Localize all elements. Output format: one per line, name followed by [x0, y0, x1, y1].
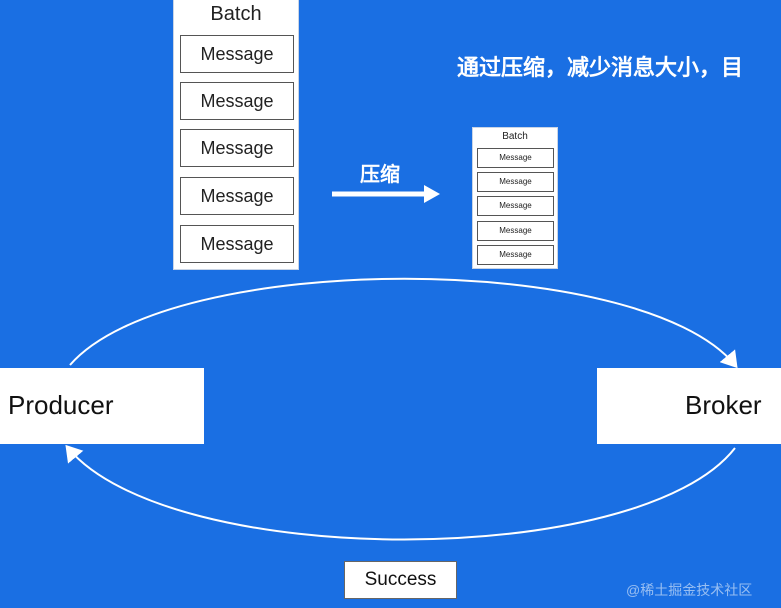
batch-large: Batch Message Message Message Message Me…: [173, 0, 299, 270]
watermark: @稀土掘金技术社区: [626, 582, 753, 598]
batch-large-message: Message: [180, 35, 294, 73]
batch-large-message: Message: [180, 225, 294, 263]
batch-small-title: Batch: [502, 131, 528, 142]
send-arc: [69, 277, 738, 369]
batch-small-message: Message: [477, 221, 554, 241]
batch-large-title: Batch: [210, 3, 262, 25]
batch-small-message: Message: [477, 245, 554, 265]
broker-label: Broker: [685, 390, 762, 420]
batch-small-message: Message: [477, 172, 554, 192]
batch-large-message: Message: [180, 82, 294, 120]
headline-text: 通过压缩，减少消息大小，目: [457, 55, 744, 80]
batch-large-message: Message: [180, 129, 294, 167]
success-arc: [65, 444, 736, 541]
broker-node: Broker: [597, 368, 781, 444]
batch-large-message: Message: [180, 177, 294, 215]
batch-small: Batch Message Message Message Message Me…: [472, 127, 558, 269]
batch-small-message: Message: [477, 196, 554, 216]
success-label: Success: [344, 561, 457, 599]
compress-arrow-head: [424, 185, 440, 203]
producer-label: Producer: [8, 390, 114, 420]
compress-label: 压缩: [360, 164, 400, 186]
producer-node: Producer: [0, 368, 204, 444]
batch-small-message: Message: [477, 148, 554, 168]
